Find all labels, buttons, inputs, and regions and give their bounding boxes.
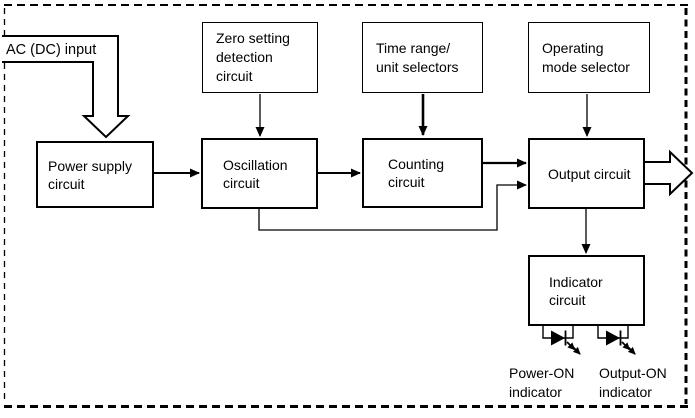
block-indicator-circuit: Indicator circuit — [528, 255, 645, 326]
block-zero-setting-detection-circuit: Zero setting detection circuit — [202, 22, 318, 93]
ac-input-hollow-arrow — [2, 35, 131, 139]
dashed-border — [3, 4, 690, 408]
power-on-led-icon — [542, 326, 581, 355]
block-oscillation-circuit: Oscillation circuit — [201, 138, 318, 209]
output-hollow-arrow — [645, 149, 694, 197]
block-counting-circuit: Counting circuit — [362, 138, 483, 208]
block-power-supply-circuit: Power supply circuit — [36, 141, 154, 208]
power-on-indicator-label: Power-ON indicator — [509, 365, 575, 400]
block-time-range-unit-selectors: Time range/ unit selectors — [362, 22, 483, 93]
block-output-circuit: Output circuit — [528, 138, 645, 209]
output-on-led-icon — [597, 326, 636, 355]
ac-dc-input-label: AC (DC) input — [6, 42, 97, 58]
block-operating-mode-selector: Operating mode selector — [528, 22, 650, 93]
output-on-indicator-label: Output-ON indicator — [599, 365, 667, 400]
arrow-oscillation-feedback-to-output — [258, 180, 527, 231]
